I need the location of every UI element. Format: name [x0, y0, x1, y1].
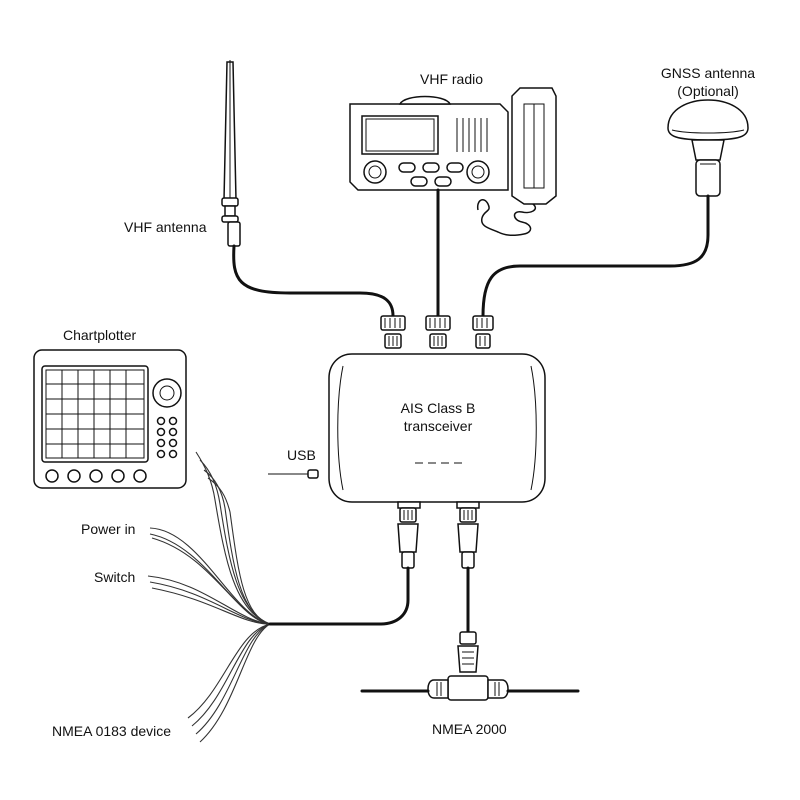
ais-transceiver-label-line2: transceiver	[403, 418, 473, 434]
gnss-antenna-label-line1: GNSS antenna	[660, 65, 756, 81]
ais-transceiver	[328, 353, 546, 509]
top-connector-3	[472, 315, 494, 349]
vhf-antenna-label: VHF antenna	[124, 219, 207, 235]
gnss-antenna	[667, 99, 749, 197]
nmea2000-label: NMEA 2000	[432, 721, 507, 737]
power-connector	[397, 507, 419, 569]
vhf-antenna-cable	[232, 244, 395, 318]
chartplotter-label: Chartplotter	[63, 327, 137, 343]
vhf-antenna	[221, 60, 241, 247]
handset-coil-cord	[476, 199, 537, 237]
gnss-antenna-cable	[481, 194, 710, 318]
chartplotter	[33, 349, 187, 489]
power-in-label: Power in	[81, 521, 136, 537]
usb-cable	[268, 469, 319, 479]
ais-transceiver-label: AIS Class B transceiver	[380, 399, 496, 435]
top-connector-2	[425, 315, 451, 349]
power-cable	[268, 566, 410, 626]
vhf-radio-label: VHF radio	[420, 71, 484, 87]
top-connector-1	[380, 315, 406, 349]
nmea2000-tee	[427, 631, 509, 701]
ais-transceiver-label-line1: AIS Class B	[400, 400, 476, 416]
usb-label: USB	[287, 447, 316, 463]
gnss-antenna-label-line2: (Optional)	[677, 83, 739, 99]
nmea2000-connector	[457, 507, 479, 569]
gnss-antenna-label: GNSS antenna (Optional)	[650, 64, 766, 100]
wire-bundle	[147, 451, 271, 743]
vhf-radio	[349, 87, 557, 205]
nmea0183-device-label: NMEA 0183 device	[52, 723, 172, 739]
switch-label: Switch	[94, 569, 136, 585]
